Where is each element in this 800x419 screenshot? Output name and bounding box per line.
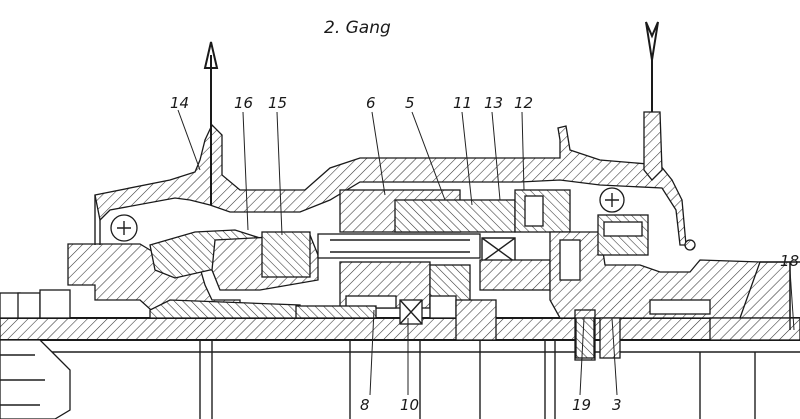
left-end-nut: [0, 289, 71, 419]
label-18: 18: [780, 252, 799, 270]
label-14: 14: [170, 94, 189, 112]
lower-gear-set: [295, 299, 595, 359]
label-16: 16: [234, 94, 253, 112]
label-3: 3: [612, 396, 622, 414]
drawing-title: 2. Gang: [324, 18, 391, 38]
detent-ball-left: [110, 214, 138, 242]
detent-ball-mid: [599, 187, 625, 213]
label-15: 15: [268, 94, 287, 112]
label-11: 11: [453, 94, 472, 112]
label-5: 5: [405, 94, 415, 112]
shift-rod-right: [643, 21, 663, 181]
outer-housing: [94, 123, 687, 246]
label-13: 13: [484, 94, 503, 112]
gear-cluster-left: [149, 229, 319, 291]
countershaft: [317, 233, 516, 263]
label-10: 10: [400, 396, 419, 414]
label-12: 12: [514, 94, 533, 112]
leader-lines: [177, 109, 795, 396]
gear-cluster-right: [549, 214, 761, 361]
label-6: 6: [366, 94, 376, 112]
label-8: 8: [360, 396, 370, 414]
label-19: 19: [572, 396, 591, 414]
shift-rod-left: [203, 41, 219, 205]
